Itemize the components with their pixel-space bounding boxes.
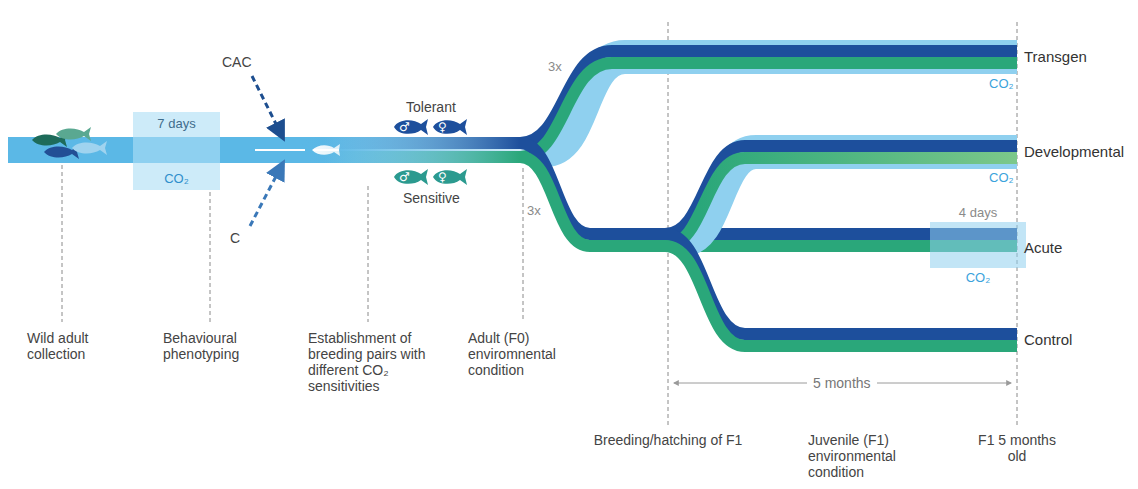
sex-symbol: ♀	[438, 118, 447, 136]
sex-symbol: ♀	[438, 168, 447, 186]
stage-label: Wild adult collection	[27, 330, 122, 362]
duration-label: 7 days	[133, 116, 220, 131]
co2-exposure-box: 7 daysCO₂	[133, 112, 220, 190]
fish-shape	[393, 118, 429, 136]
phenotype-label: Sensitive	[403, 190, 460, 206]
co2-exposure-box: 4 daysCO₂	[930, 222, 1026, 268]
treatment-label: Transgen	[1024, 48, 1087, 65]
co2-label: CO₂	[989, 77, 1014, 92]
stage-label: Breeding/hatching of F1	[593, 432, 743, 448]
replicate-label: 3x	[527, 204, 541, 219]
stage-label: Behavioural phenotyping	[163, 330, 273, 362]
replicate-label: 3x	[548, 60, 562, 75]
fish-icon: ♀	[432, 118, 468, 136]
co2-label: CO₂	[133, 171, 220, 186]
stage-label: F1 5 months old	[973, 432, 1061, 464]
fish-icon: ♂	[393, 118, 429, 136]
treatment-label: Acute	[1024, 239, 1062, 256]
sex-symbol: ♂	[399, 168, 410, 186]
stage-label: Establishment of breeding pairs with dif…	[308, 330, 458, 394]
fish-shape	[432, 168, 468, 186]
input-label: C	[230, 230, 240, 246]
treatment-label: Control	[1024, 331, 1072, 348]
duration-label: 4 days	[930, 205, 1026, 220]
treatment-label: Developmental	[1024, 143, 1124, 160]
input-label: CAC	[222, 54, 252, 70]
phenotype-label: Tolerant	[406, 99, 456, 115]
fish-icon: ♀	[432, 168, 468, 186]
stage-label: Adult (F0) enviromnental condition	[468, 330, 588, 378]
duration-label: 5 months	[807, 375, 877, 391]
fish-icon: ♂	[393, 168, 429, 186]
co2-label: CO₂	[930, 270, 1026, 285]
fish-shape	[393, 168, 429, 186]
co2-label: CO₂	[989, 171, 1014, 186]
sex-symbol: ♂	[399, 118, 410, 136]
stage-label: Juvenile (F1) environmental condition	[808, 432, 933, 480]
fish-shape	[432, 118, 468, 136]
